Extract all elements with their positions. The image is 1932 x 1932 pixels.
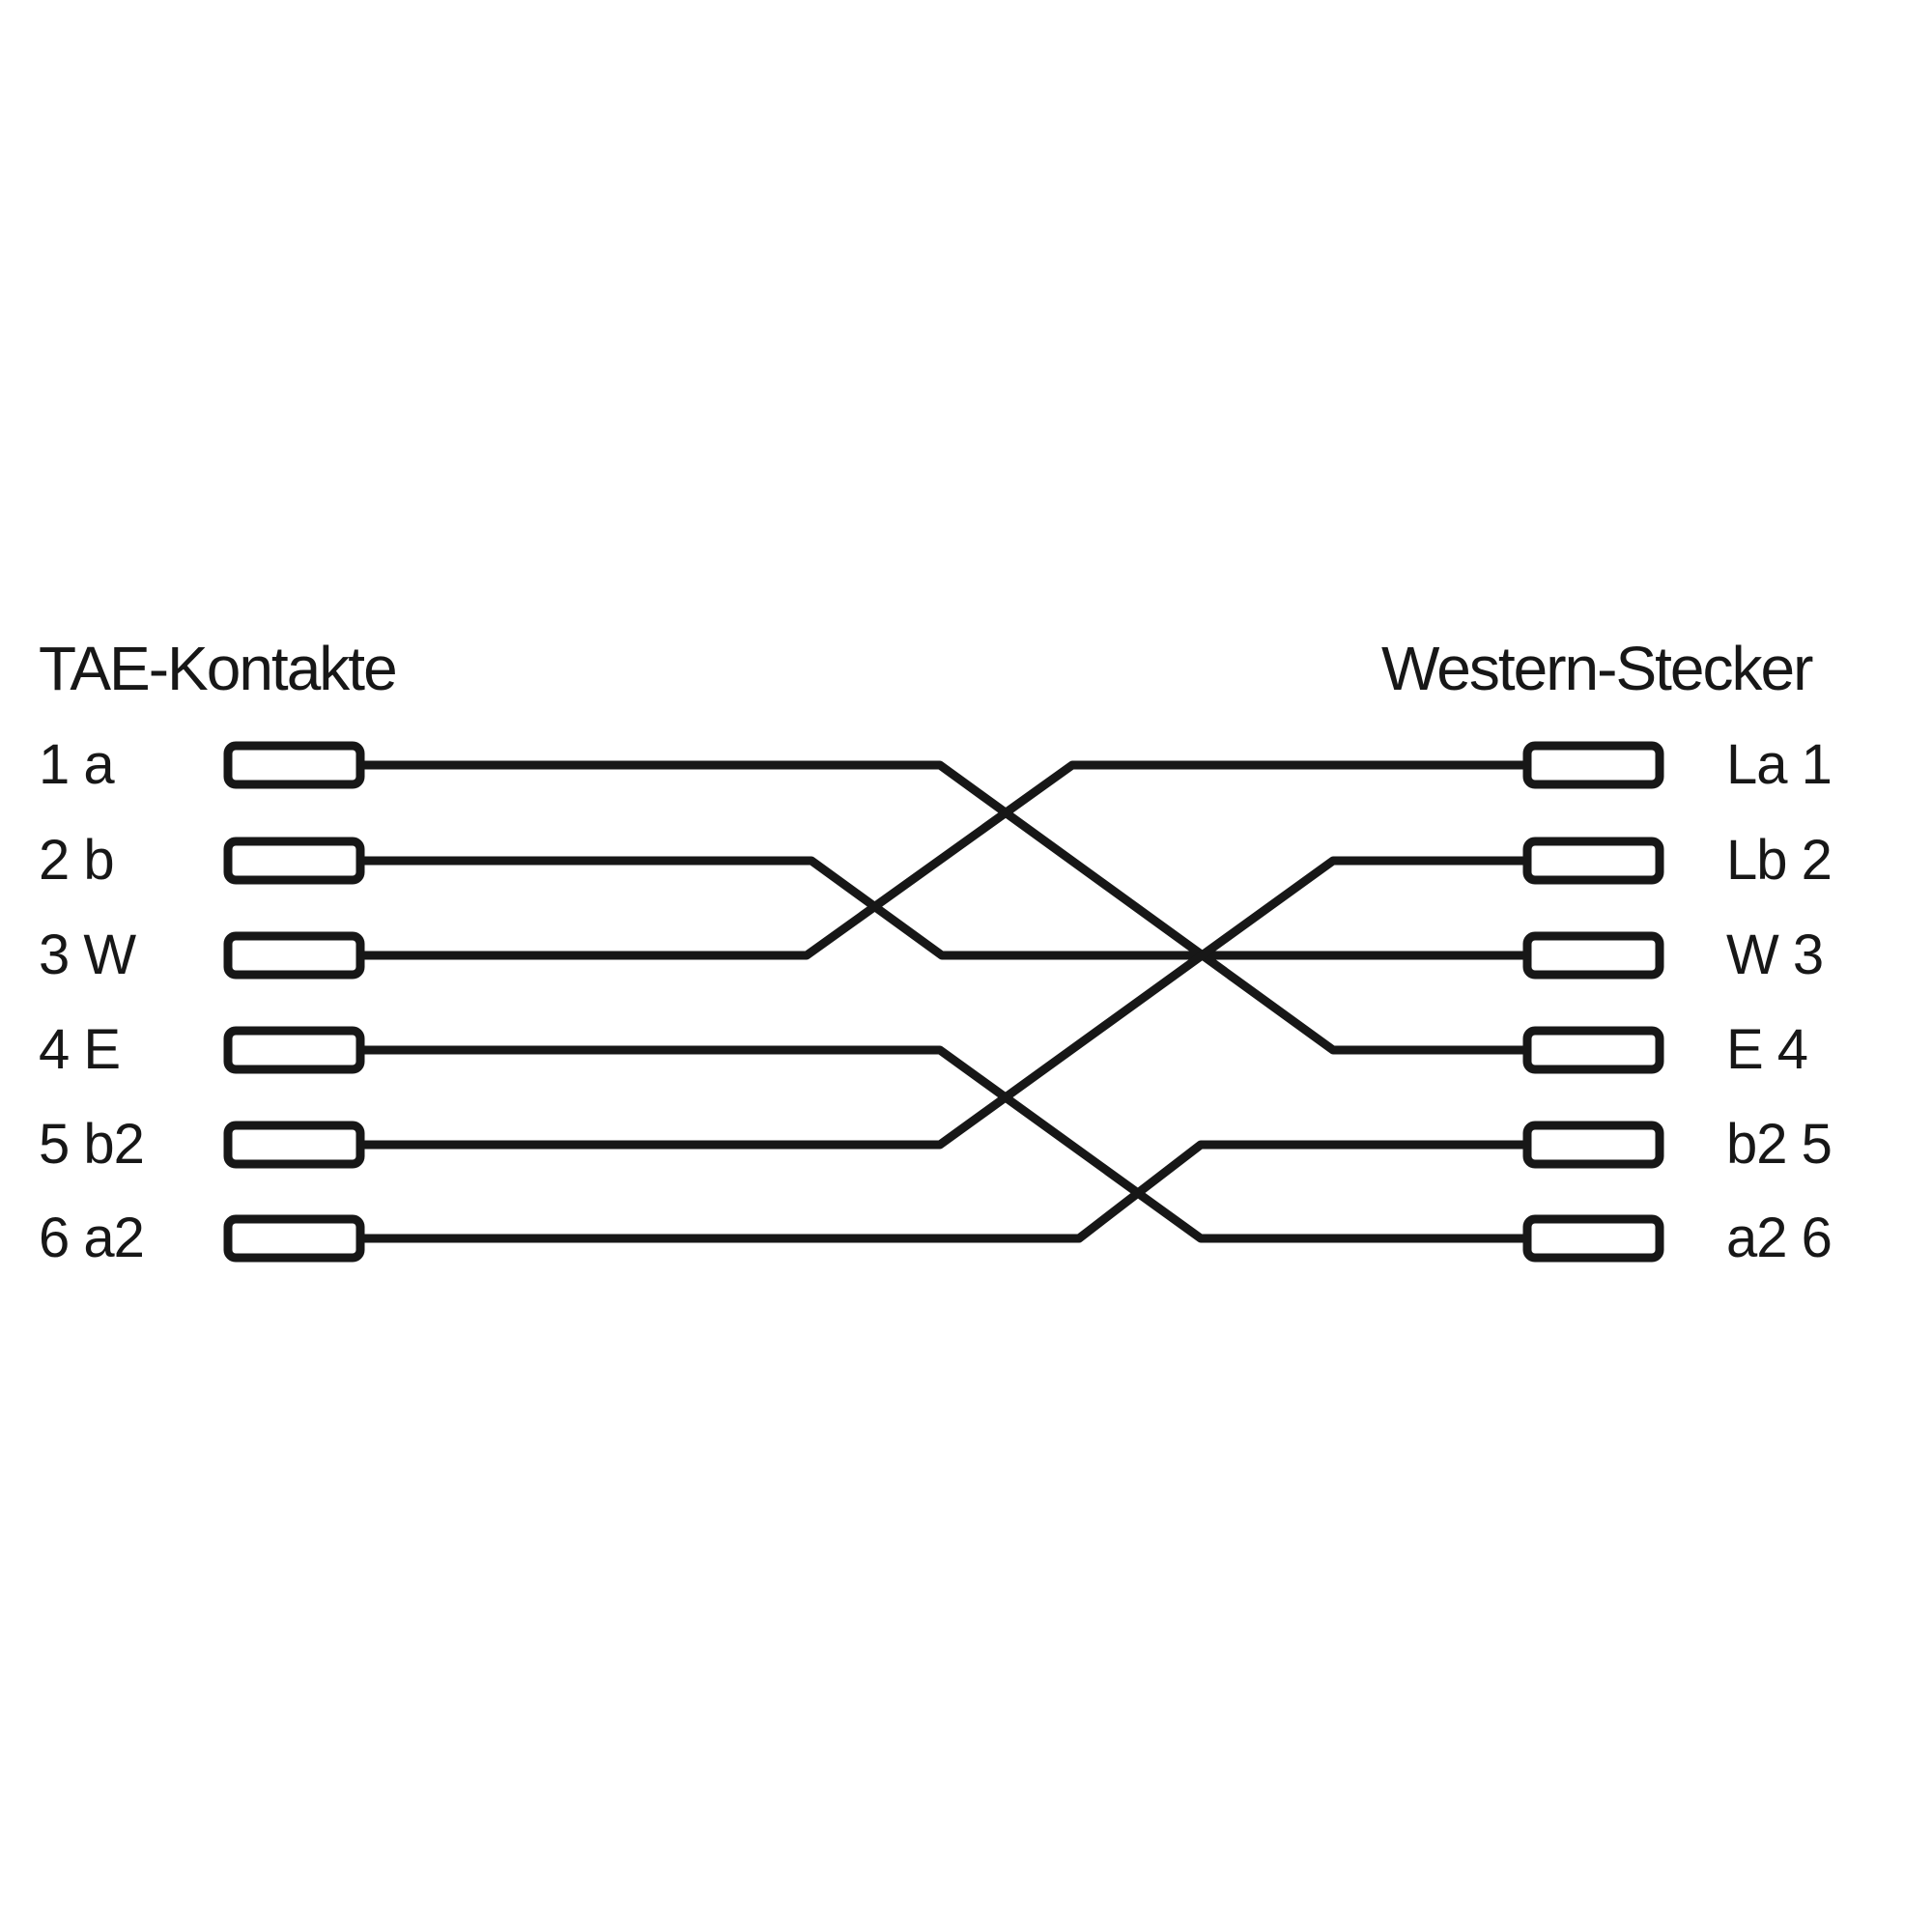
western-pin-connector-1 (1522, 741, 1664, 789)
wire-5 (355, 856, 1532, 1150)
tae-pin-connector-2 (223, 837, 365, 885)
western-pin-connector-2 (1522, 837, 1664, 885)
tae-pin-label-4: 4 E (39, 1018, 121, 1081)
tae-pin-connector-1 (223, 741, 365, 789)
wire-6 (355, 1140, 1532, 1243)
tae-pin-label-5: 5 b2 (39, 1113, 145, 1176)
western-pin-connector-6 (1522, 1214, 1664, 1263)
western-pin-connector-3 (1522, 931, 1664, 980)
western-pin-label-5: b2 5 (1726, 1113, 1833, 1176)
tae-pin-connector-3 (223, 931, 365, 980)
wire-3 (355, 760, 1532, 960)
tae-pin-label-3: 3 W (39, 923, 136, 986)
western-pin-label-6: a2 6 (1726, 1207, 1833, 1269)
western-pin-connector-5 (1522, 1121, 1664, 1169)
tae-header: TAE-Kontakte (39, 634, 398, 703)
tae-pin-connector-5 (223, 1121, 365, 1169)
wire-2 (355, 856, 1532, 960)
tae-pin-label-2: 2 b (39, 829, 115, 892)
tae-pin-connector-4 (223, 1026, 365, 1074)
western-pin-label-1: La 1 (1726, 733, 1833, 796)
western-pin-label-4: E 4 (1726, 1018, 1808, 1081)
western-pin-connector-4 (1522, 1026, 1664, 1074)
tae-pin-label-1: 1 a (39, 733, 115, 796)
tae-pin-label-6: 6 a2 (39, 1207, 145, 1269)
western-pin-label-3: W 3 (1726, 923, 1824, 986)
western-pin-label-2: Lb 2 (1726, 829, 1833, 892)
wire-1 (355, 760, 1532, 1055)
wire-4 (355, 1045, 1532, 1243)
tae-pin-connector-6 (223, 1214, 365, 1263)
western-header: Western-Stecker (1381, 634, 1813, 703)
